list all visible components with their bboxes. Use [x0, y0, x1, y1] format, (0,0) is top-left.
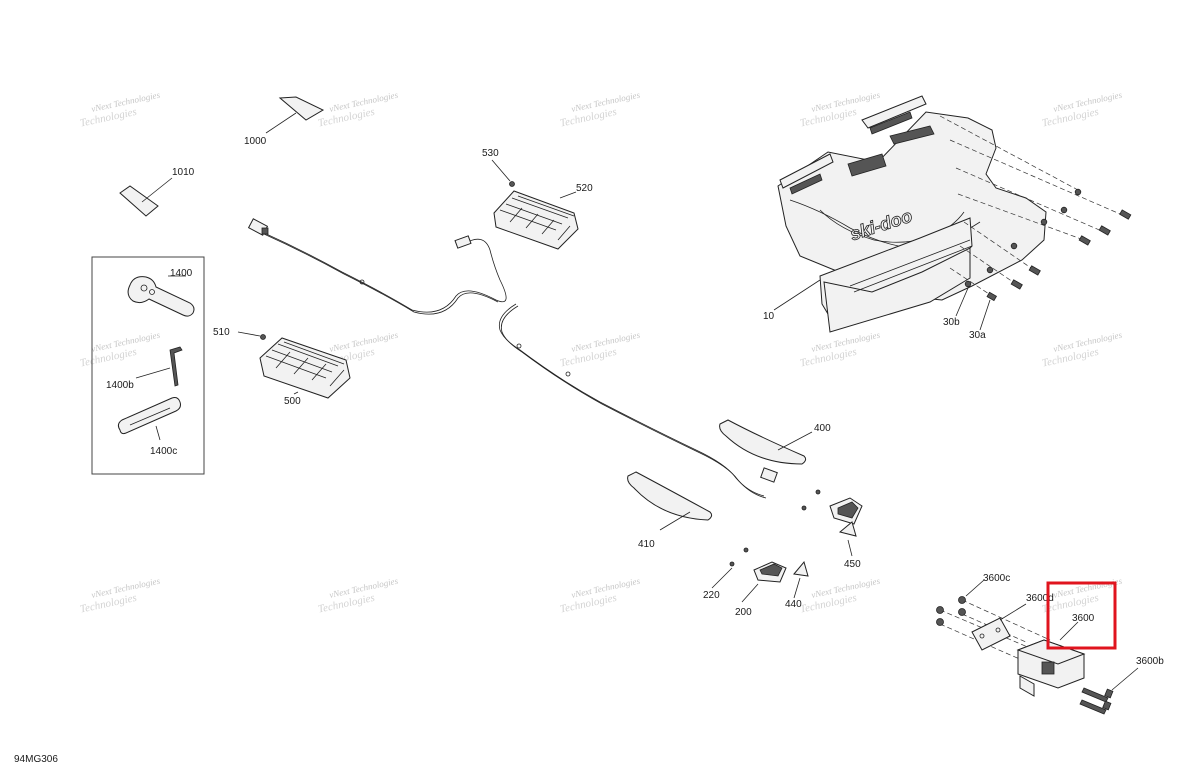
tool-kit-box: 1400 1400b 1400c — [91, 256, 205, 475]
part-200-light[interactable]: 200 — [735, 561, 787, 618]
part-500-fuse-block[interactable]: 500 — [259, 337, 351, 407]
part-410-reflector[interactable]: 410 — [627, 471, 713, 550]
part-220-screw[interactable]: 220 — [703, 547, 749, 601]
part-10-cover[interactable]: ski-doo 10 — [763, 95, 1047, 333]
part-label: 220 — [703, 590, 720, 601]
part-label: 30a — [969, 330, 986, 341]
part-1400b-hex-key[interactable]: 1400b — [106, 346, 183, 391]
selection-highlight[interactable] — [1046, 581, 1117, 650]
wiring-harness[interactable] — [247, 218, 778, 499]
part-label: 1010 — [172, 167, 195, 178]
part-label: 530 — [482, 148, 499, 159]
part-label: 450 — [844, 559, 861, 570]
part-1010-decal[interactable]: 1010 — [119, 167, 195, 217]
part-440-lens[interactable]: 440 — [785, 560, 809, 610]
part-label: 1400c — [150, 446, 177, 457]
part-label: 410 — [638, 539, 655, 550]
part-label: 1400b — [106, 380, 134, 391]
part-400-reflector[interactable]: 400 — [719, 419, 832, 465]
part-510-screw[interactable]: 510 — [213, 327, 266, 340]
part-label: 440 — [785, 599, 802, 610]
part-3600c-nut[interactable]: 3600c — [965, 573, 1010, 597]
part-1400c-spanner[interactable]: 1400c — [117, 397, 181, 458]
part-label: 3600d — [1026, 593, 1054, 604]
hitch-assembly[interactable]: 3600d 3600 3600b 3600c — [936, 573, 1165, 715]
part-450-light-assembly[interactable]: 450 — [801, 489, 863, 570]
part-label: 510 — [213, 327, 230, 338]
part-label: 1400 — [170, 268, 193, 279]
part-label: 500 — [284, 396, 301, 407]
part-3600d-plate[interactable]: 3600d — [971, 593, 1054, 651]
part-label: 3600 — [1072, 613, 1095, 624]
part-label: 10 — [763, 311, 775, 322]
part-3600b-bolts[interactable]: 3600b — [1079, 656, 1164, 715]
part-530-screw[interactable]: 530 — [482, 148, 515, 187]
part-3600-hitch-receiver[interactable]: 3600 — [1016, 613, 1095, 697]
diagram-reference: 94MG306 — [14, 754, 58, 765]
part-1400-wrench[interactable]: 1400 — [127, 268, 195, 317]
part-label: 400 — [814, 423, 831, 434]
part-label: 520 — [576, 183, 593, 194]
part-label: 30b — [943, 317, 960, 328]
part-1000-decal[interactable]: 1000 — [244, 96, 325, 147]
part-label: 3600b — [1136, 656, 1164, 667]
hood-fasteners[interactable]: 30b 30a — [939, 115, 1132, 341]
part-label: 1000 — [244, 136, 267, 147]
part-label: 3600c — [983, 573, 1010, 584]
part-520-fuse-block[interactable]: 520 — [493, 183, 593, 250]
part-label: 200 — [735, 607, 752, 618]
